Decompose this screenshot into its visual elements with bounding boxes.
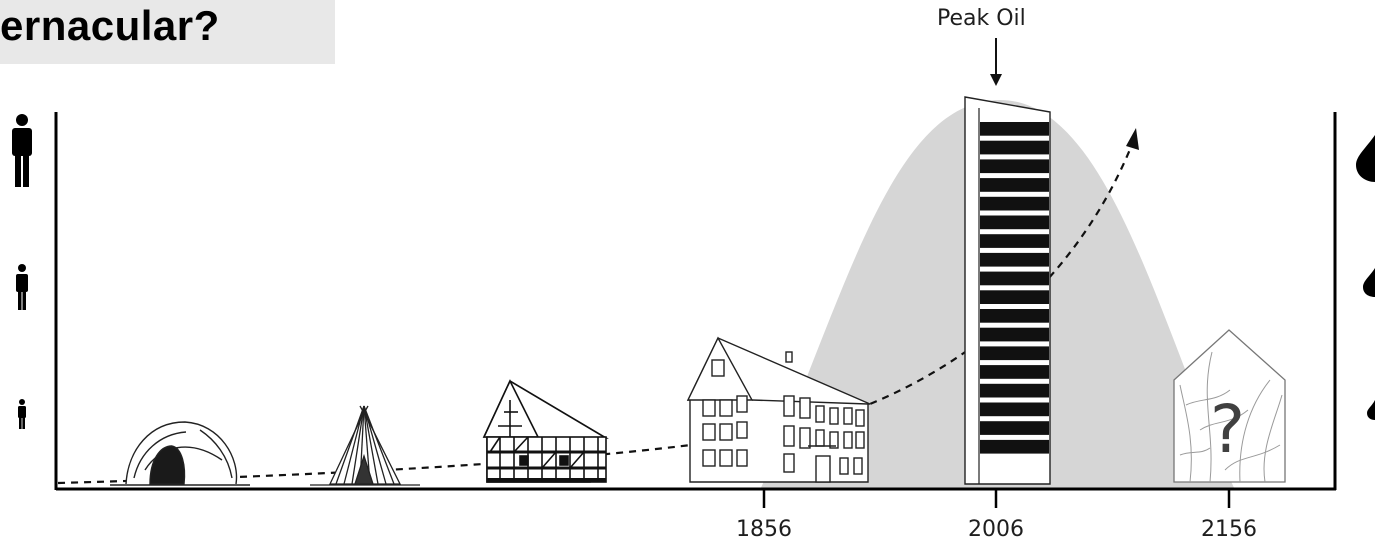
- future-house-icon: [1173, 329, 1286, 483]
- page-title: ernacular?: [0, 2, 220, 49]
- cave-dwelling-icon: [110, 421, 250, 486]
- half-timbered-house-icon: [482, 379, 609, 483]
- tower-window-band: [980, 196, 1049, 211]
- tower-window-band: [980, 346, 1049, 361]
- title-banner: ernacular?: [0, 0, 335, 64]
- person-medium-icon: [16, 264, 28, 310]
- tower-window-band: [980, 271, 1049, 286]
- year-label-2006: 2006: [968, 517, 1024, 542]
- tower-window-band: [980, 122, 1049, 136]
- industrial-era-house-icon: [686, 336, 871, 483]
- tower-window-band: [980, 439, 1049, 454]
- peak-oil-label: Peak Oil: [937, 6, 1026, 31]
- energy-curve-arrowhead: [1126, 128, 1139, 150]
- tower-window-band: [980, 402, 1049, 417]
- person-small-icon: [18, 399, 26, 429]
- teepee-hut-icon: [310, 405, 420, 486]
- tower-window-band: [980, 159, 1049, 174]
- tower-window-band: [980, 178, 1049, 192]
- tower-window-band: [980, 421, 1049, 435]
- peak-oil-arrow: [990, 38, 1002, 86]
- oil-drop-medium-icon: [1363, 268, 1375, 297]
- tower-window-band: [980, 365, 1049, 379]
- tower-window-band: [980, 309, 1049, 323]
- oil-drop-small-icon: [1367, 400, 1375, 420]
- tower-window-band: [980, 290, 1049, 304]
- year-label-1856: 1856: [736, 517, 792, 542]
- tower-floors: [980, 122, 1049, 454]
- tower-window-band: [980, 252, 1049, 267]
- tower-window-band: [980, 383, 1049, 398]
- person-large-icon: [12, 114, 32, 187]
- year-label-2156: 2156: [1201, 517, 1257, 542]
- tower-window-band: [980, 215, 1049, 230]
- tower-window-band: [980, 327, 1049, 342]
- modern-tower-block-icon: [964, 96, 1051, 485]
- tower-window-band: [980, 140, 1049, 155]
- oil-drop-large-icon: [1356, 135, 1375, 182]
- future-question-mark: ?: [1210, 391, 1245, 468]
- tower-window-band: [980, 234, 1049, 248]
